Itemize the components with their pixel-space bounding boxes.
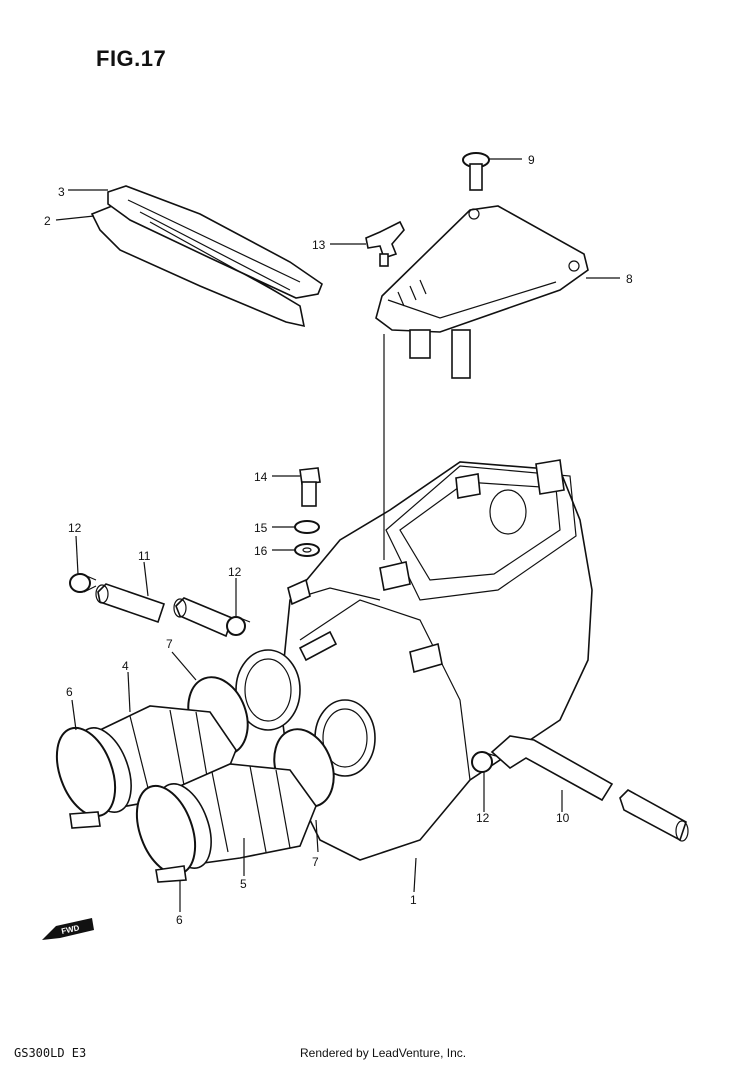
callout-13: 13 [312,238,326,252]
hose-clamp-upper[interactable] [46,720,126,829]
drain-hose[interactable] [490,735,689,842]
leader-lines [55,158,620,912]
hose-clamp-lower[interactable] [126,778,206,883]
model-code: GS300LD E3 [14,1046,87,1060]
wing-nut[interactable] [365,220,405,267]
washer-16[interactable] [294,543,320,557]
callout-15: 15 [254,521,268,535]
hose-clip-12-middle[interactable] [226,616,251,636]
air-cleaner-case[interactable] [235,459,593,861]
breather-hose-upper[interactable] [95,583,233,638]
hose-clip-12-right[interactable] [471,751,497,773]
callout-8: 8 [626,272,633,286]
figure-title: FIG.17 [96,46,167,71]
callout-numbers: 3 2 9 13 8 14 15 16 12 11 12 7 4 6 7 5 6… [44,153,633,927]
air-cleaner-cap[interactable] [375,205,589,379]
fwd-label: FWD [61,923,81,936]
callout-12-middle: 12 [228,565,242,579]
callout-11: 11 [138,549,151,563]
fwd-arrow-icon: FWD [42,918,94,940]
cap-screw[interactable] [462,152,490,191]
callout-10: 10 [556,811,570,825]
callout-6-upper: 6 [66,685,73,699]
render-credit: Rendered by LeadVenture, Inc. [300,1046,467,1060]
callout-7-upper: 7 [166,637,173,651]
callout-2: 2 [44,214,51,228]
callout-6-lower: 6 [176,913,183,927]
washer-15[interactable] [294,520,320,534]
callout-3: 3 [58,185,65,199]
callout-14: 14 [254,470,268,484]
bolt[interactable] [299,467,321,507]
callout-7-lower: 7 [312,855,319,869]
callout-9: 9 [528,153,535,167]
callout-4: 4 [122,659,129,673]
callout-12-left: 12 [68,521,82,535]
callout-16: 16 [254,544,268,558]
hose-clip-12-left[interactable] [69,573,97,593]
callout-5: 5 [240,877,247,891]
callout-1: 1 [410,893,417,907]
callout-12-right: 12 [476,811,490,825]
air-filter-element[interactable] [90,185,323,328]
